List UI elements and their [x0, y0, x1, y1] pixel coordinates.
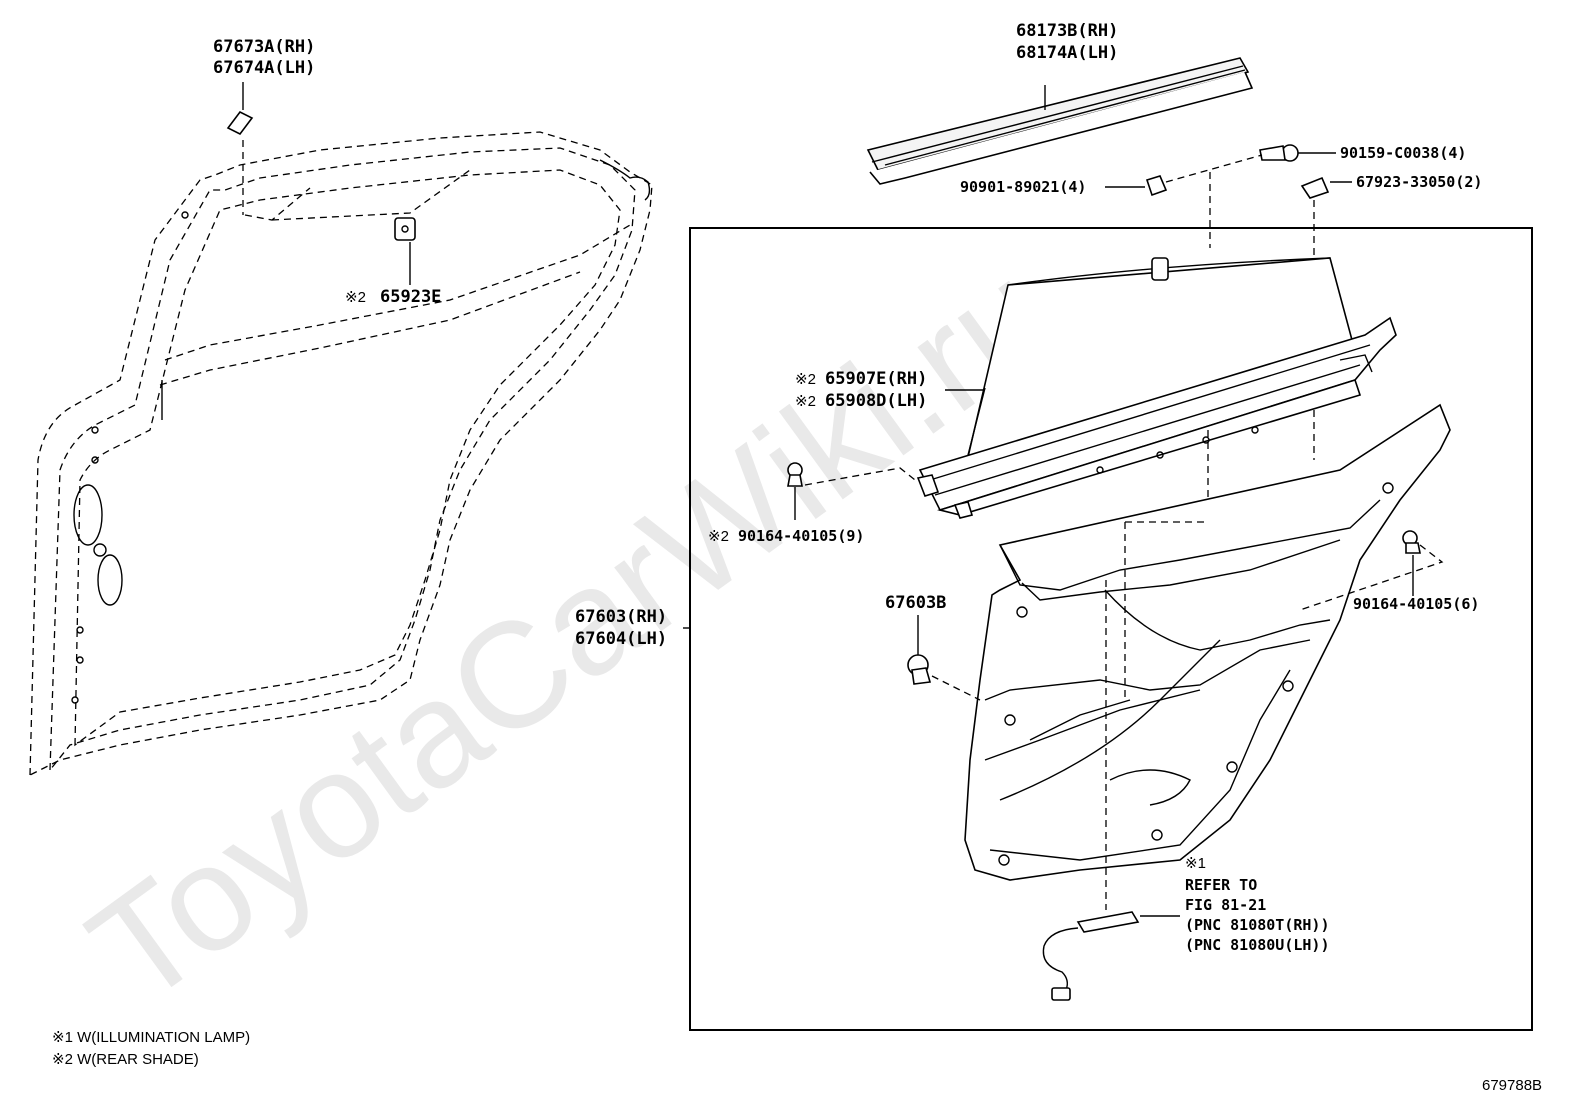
screw-90164-6-part — [1299, 530, 1444, 611]
illumination-lamp-wire-part — [1042, 911, 1180, 1001]
watermark: ToyotaCarWiki.ru — [60, 229, 1083, 1036]
screw-90159-part — [1259, 144, 1336, 162]
door-trim-panel-67603-part — [964, 403, 1451, 910]
callout-65907e-rh: 65907E(RH) — [825, 369, 927, 389]
clip-67923-part — [1300, 176, 1352, 199]
refer-line-3: (PNC 81080T(RH)) — [1185, 916, 1330, 934]
figure-id: 679788B — [1482, 1077, 1542, 1094]
refer-line-1: REFER TO — [1185, 876, 1257, 894]
callout-68173b-rh: 68173B(RH) — [1016, 21, 1118, 41]
callout-90159: 90159-C0038(4) — [1340, 144, 1466, 162]
callout-67603-rh: 67603(RH) — [575, 607, 667, 627]
assembly-box — [689, 227, 1533, 1031]
callout-65923e: 65923E — [380, 287, 441, 307]
callout-90164-9: 90164-40105(9) — [738, 527, 864, 545]
callout-68174a-lh: 68174A(LH) — [1016, 43, 1118, 63]
rear-shade-65907e-part — [916, 257, 1397, 640]
refer-line-2: FIG 81-21 — [1185, 896, 1266, 914]
callout-90901: 90901-89021(4) — [960, 178, 1086, 196]
callout-67674a-lh: 67674A(LH) — [213, 58, 315, 78]
weatherstrip-68173b-part — [866, 57, 1254, 185]
callout-65908d-mark: ※2 — [795, 393, 816, 410]
bracket-67673a-part — [226, 110, 254, 136]
screw-90164-9-part — [787, 462, 916, 520]
refer-mark: ※1 — [1185, 855, 1206, 872]
callout-67604-lh: 67604(LH) — [575, 629, 667, 649]
rear-door-frame — [29, 82, 653, 777]
refer-line-4: (PNC 81080U(LH)) — [1185, 936, 1330, 954]
callout-67923: 67923-33050(2) — [1356, 173, 1482, 191]
clip-67603b-part — [907, 615, 981, 701]
callout-65923e-mark: ※2 — [345, 289, 366, 306]
nut-90901-part — [1105, 154, 1263, 197]
footnote-1: ※1 W(ILLUMINATION LAMP) — [52, 1029, 250, 1046]
callout-65908d-lh: 65908D(LH) — [825, 391, 927, 411]
clip-65923e-part — [394, 217, 416, 241]
callout-67603b: 67603B — [885, 593, 946, 613]
callout-65907e-mark: ※2 — [795, 371, 816, 388]
callout-67673a-rh: 67673A(RH) — [213, 37, 315, 57]
callout-90164-6: 90164-40105(6) — [1353, 595, 1479, 613]
footnote-2: ※2 W(REAR SHADE) — [52, 1051, 199, 1068]
callout-90164-9-mark: ※2 — [708, 528, 729, 545]
